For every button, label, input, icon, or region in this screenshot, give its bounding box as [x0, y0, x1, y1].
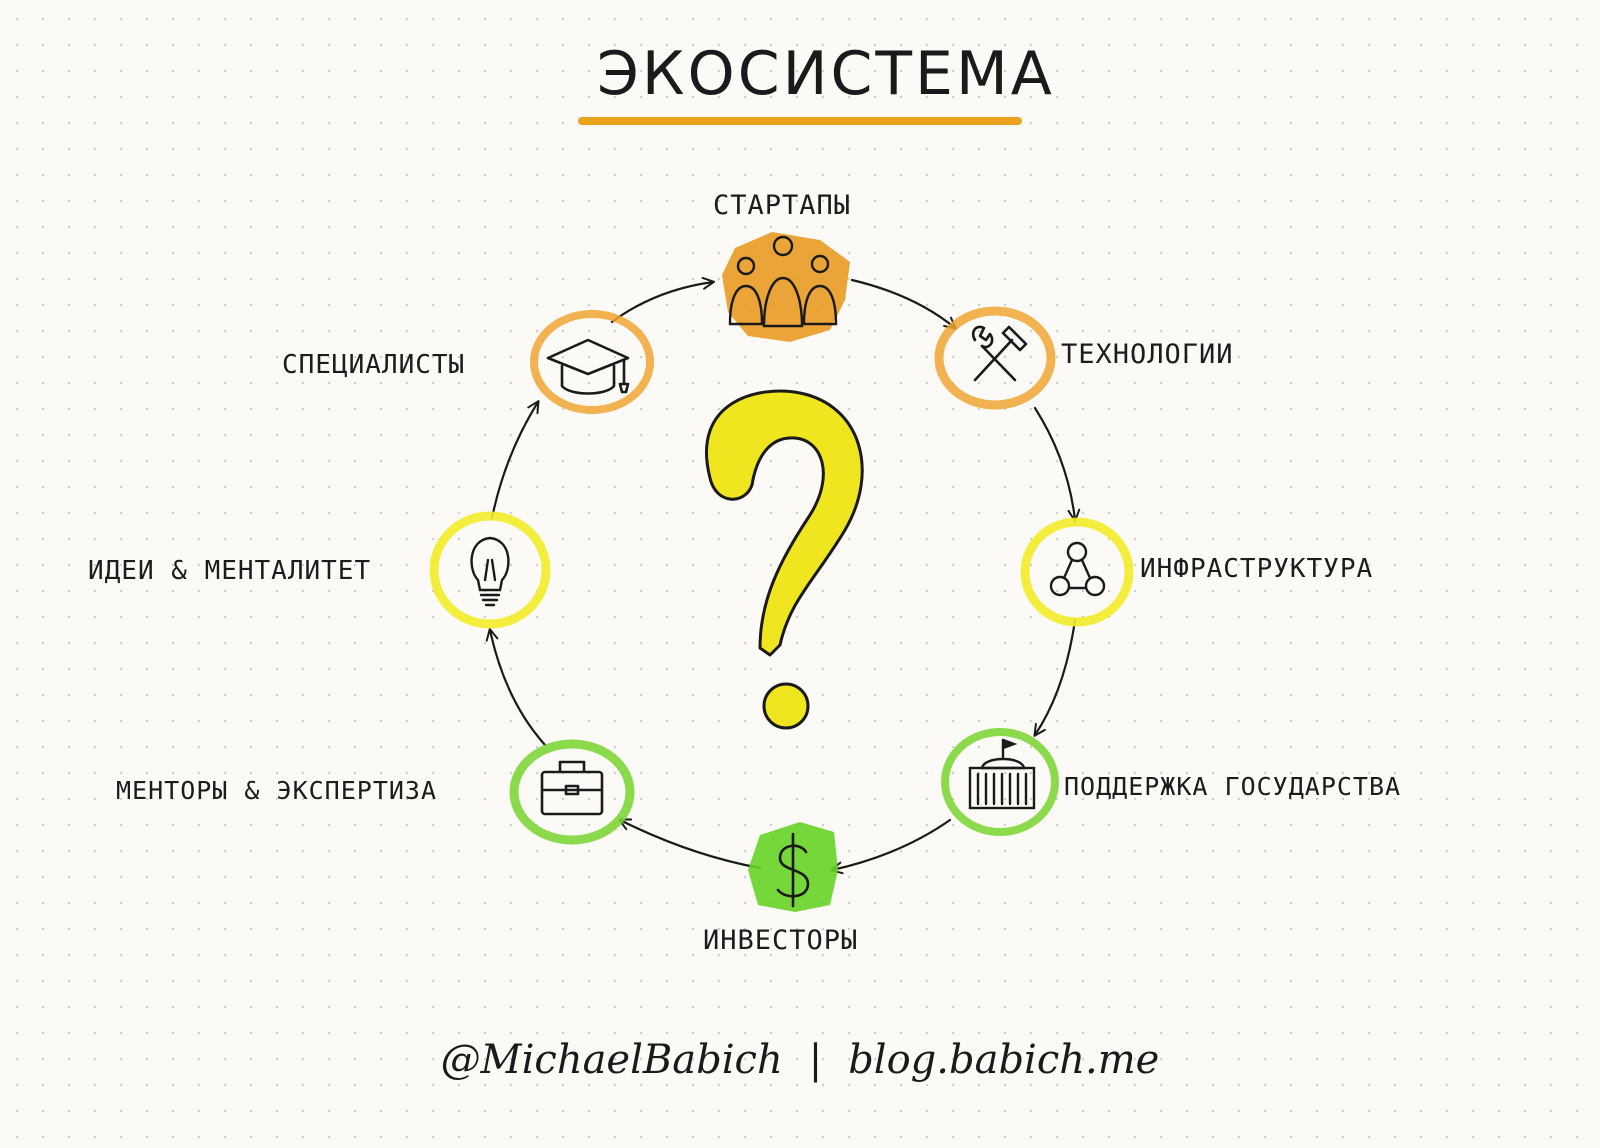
government-building-icon [968, 738, 1036, 810]
arrow-specialists-to-startups [610, 276, 716, 324]
label-tech: ТЕХНОЛОГИИ [1061, 339, 1234, 370]
label-ideas: ИДЕИ & МЕНТАЛИТЕТ [88, 556, 372, 586]
lightbulb-icon [470, 536, 510, 607]
node-infra [1020, 517, 1134, 627]
footer: @MichaelBabich | blog.babich.me [0, 1040, 1600, 1080]
footer-handle: @MichaelBabich [440, 1037, 783, 1083]
specialists-ring [530, 310, 654, 414]
infra-ring [1020, 517, 1134, 627]
label-gov: ПОДДЕРЖКА ГОСУДАРСТВА [1064, 772, 1402, 801]
question-mark-dot [762, 682, 810, 730]
arrow-ideas-to-specialists [490, 400, 540, 520]
node-tech [934, 306, 1056, 410]
cycle-arrows [485, 276, 1081, 875]
arrow-gov-to-investors [829, 818, 952, 875]
gov-ring [941, 728, 1059, 836]
node-mentors [509, 739, 635, 845]
dollar-icon [776, 832, 810, 908]
label-mentors: МЕНТОРЫ & ЭКСПЕРТИЗА [116, 776, 438, 805]
tech-ring [934, 306, 1056, 410]
arrow-infra-to-gov [1033, 618, 1077, 737]
arrow-startups-to-tech [850, 278, 957, 330]
briefcase-icon [540, 760, 604, 816]
people-group-icon [728, 235, 838, 328]
label-specialists: СПЕЦИАЛИСТЫ [282, 350, 466, 380]
node-specialists [530, 310, 654, 414]
arrow-mentors-to-ideas [485, 627, 547, 747]
network-triangle-icon [1049, 541, 1106, 597]
node-ideas [429, 511, 551, 629]
footer-separator: | [808, 1037, 823, 1083]
arrow-investors-to-mentors [618, 818, 762, 870]
node-investors [748, 822, 838, 912]
label-investors: ИНВЕСТОРЫ [703, 925, 859, 956]
title-underline [578, 117, 1022, 125]
ideas-ring [429, 511, 551, 629]
arrow-tech-to-infra [1033, 406, 1081, 523]
question-mark-body [705, 389, 864, 657]
title: ЭКОСИСТЕМА [597, 39, 1055, 109]
hammer-wrench-icon [971, 325, 1028, 382]
question-mark [705, 389, 864, 730]
label-startups: СТАРТАПЫ [713, 190, 852, 221]
mentors-ring [509, 739, 635, 845]
graduation-cap-icon [546, 338, 630, 395]
footer-site: blog.babich.me [848, 1037, 1160, 1083]
node-startups [722, 232, 850, 342]
label-infra: ИНФРАСТРУКТУРА [1140, 554, 1374, 584]
startups-highlight [722, 232, 850, 342]
node-gov [941, 728, 1059, 836]
